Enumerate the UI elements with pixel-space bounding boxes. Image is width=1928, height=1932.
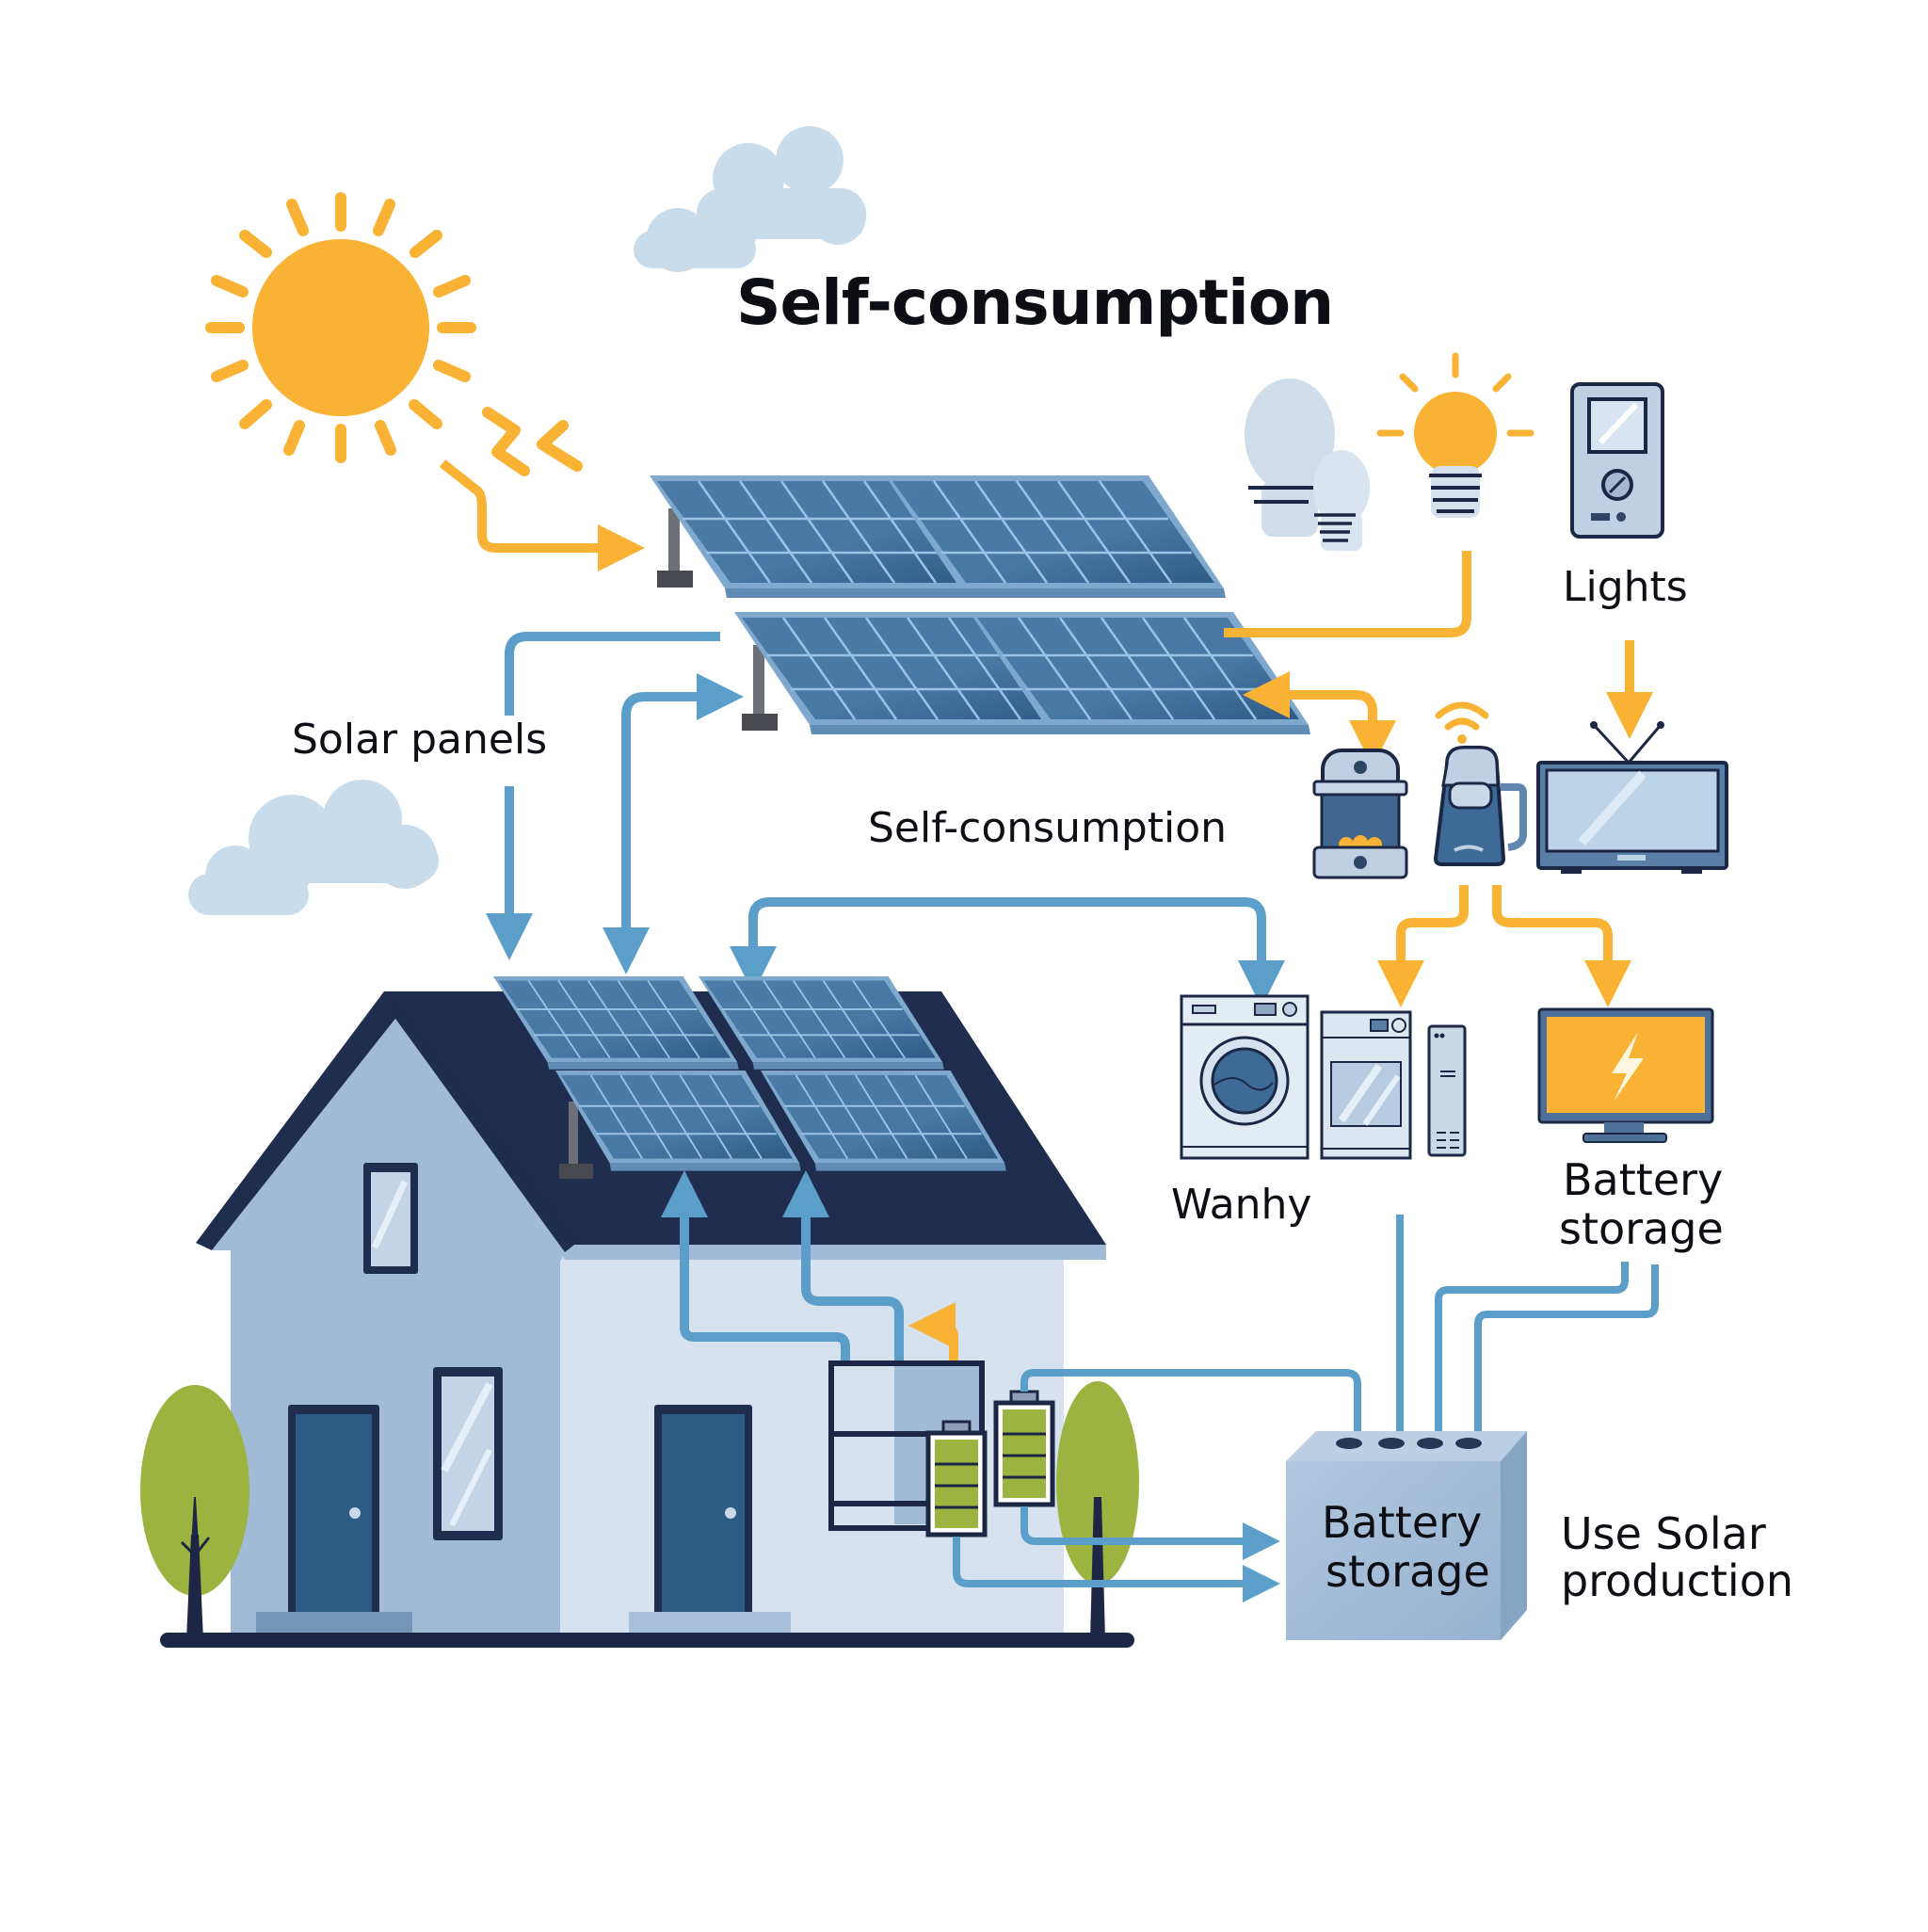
battery-block-label-line1: Battery [1322,1497,1483,1548]
use-solar-label-line1: Use Solar [1561,1508,1766,1559]
tree-icon [140,1385,249,1640]
solar-panel-icon [648,474,1312,736]
washing-machine-icon [1180,994,1309,1160]
battery-storage-block-icon [1286,1431,1527,1640]
light-bulb-icon-lit [1376,352,1534,518]
computer-tower-icon [1427,1024,1467,1157]
tv-icon [1536,721,1728,874]
monitor-flow-arrow [1492,885,1631,1007]
washing-label: Wanhy [1171,1181,1312,1229]
appliance-flow-arrow [1243,671,1396,767]
battery-output-line [1435,1262,1629,1445]
battery-icon [928,1422,985,1535]
battery-storage-label-line1: Battery [1563,1154,1724,1205]
sun-icon [205,192,583,476]
monitor-lightning-icon [1537,1007,1714,1143]
page-title: Self-consumption [736,266,1334,339]
roof-feed-arrow [661,1170,850,1360]
grid-flow-arrow [602,673,744,974]
air-fryer-icon [1312,749,1408,879]
solar-energy-arrow [439,459,645,572]
cloud-icon [634,126,866,272]
battery-charge-arrow [1020,1506,1280,1560]
battery-storage-label-line2: storage [1559,1203,1724,1254]
inverter-flow-arrow [908,1302,958,1425]
thermostat-icon [1570,382,1664,539]
kettle-icon [1433,746,1527,866]
use-solar-label-line2: production [1561,1555,1794,1606]
cloud-icon [188,780,439,915]
wifi-icon [1435,701,1489,744]
lights-label: Lights [1563,563,1688,611]
oven-flow-arrow [1377,885,1469,1007]
oven-icon [1320,1010,1412,1160]
lights-flow-line [1224,551,1471,637]
battery-block-label-line2: storage [1326,1546,1490,1597]
solar-panel-icon-roof [492,975,1007,1179]
tree-icon [1056,1381,1139,1640]
battery-output-line [1474,1264,1659,1445]
inverter-cabinet-icon [828,1360,985,1531]
roof-feed-arrow [782,1170,904,1363]
self-consumption-flow-arrow [730,897,1285,1007]
battery-icon [996,1392,1052,1505]
light-bulb-icon [1245,378,1370,551]
grid-flow-line [505,632,720,716]
solar-panels-label: Solar panels [292,716,548,764]
self-consumption-label: Self-consumption [868,804,1228,852]
ground-line [160,1633,1134,1648]
battery-feed-line [1020,1369,1361,1445]
battery-charge-arrow [953,1537,1280,1602]
